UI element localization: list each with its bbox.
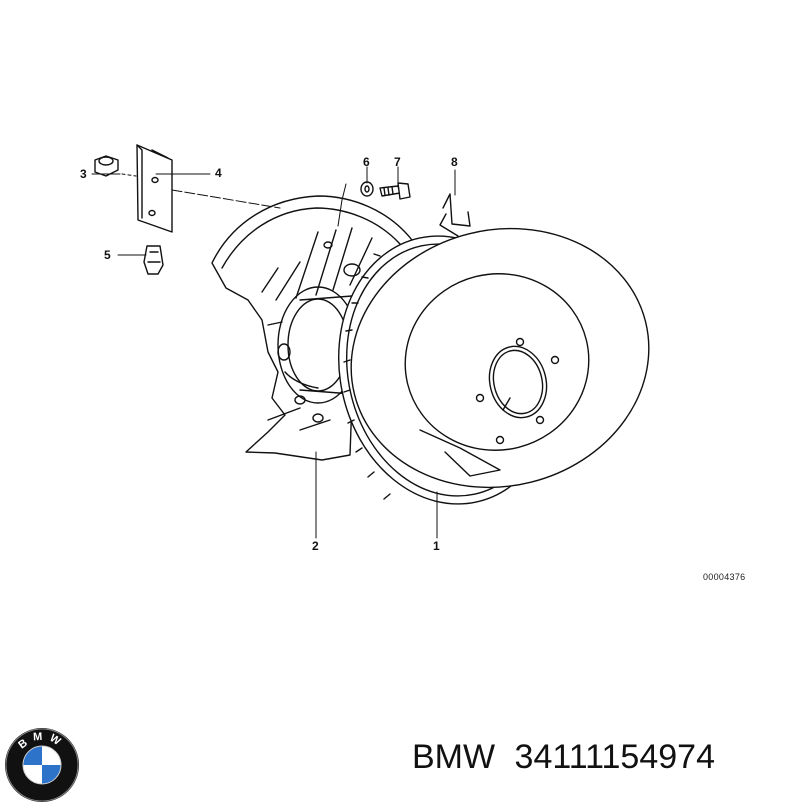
bracket	[136, 144, 173, 233]
callout-6: 6	[363, 155, 370, 169]
callout-3: 3	[80, 167, 87, 181]
callout-7: 7	[394, 155, 401, 169]
diagram-reference-code: 00004376	[703, 572, 746, 582]
bmw-logo-icon: BMW	[5, 728, 79, 802]
leader-lines	[91, 166, 456, 539]
callout-1: 1	[433, 539, 440, 553]
callout-4: 4	[215, 166, 222, 180]
splash-shield	[211, 195, 413, 461]
spring-clip	[439, 193, 471, 237]
clip	[143, 245, 164, 275]
caption-brand: BMW	[412, 738, 496, 776]
nut	[94, 155, 119, 177]
callout-8: 8	[451, 155, 458, 169]
part-caption: BMW 34111154974	[412, 738, 715, 777]
washer	[360, 181, 374, 197]
callout-2: 2	[312, 539, 319, 553]
callout-5: 5	[104, 248, 111, 262]
brake-disc	[337, 227, 650, 505]
bolt	[379, 182, 411, 200]
caption-part-number: 34111154974	[514, 738, 715, 776]
